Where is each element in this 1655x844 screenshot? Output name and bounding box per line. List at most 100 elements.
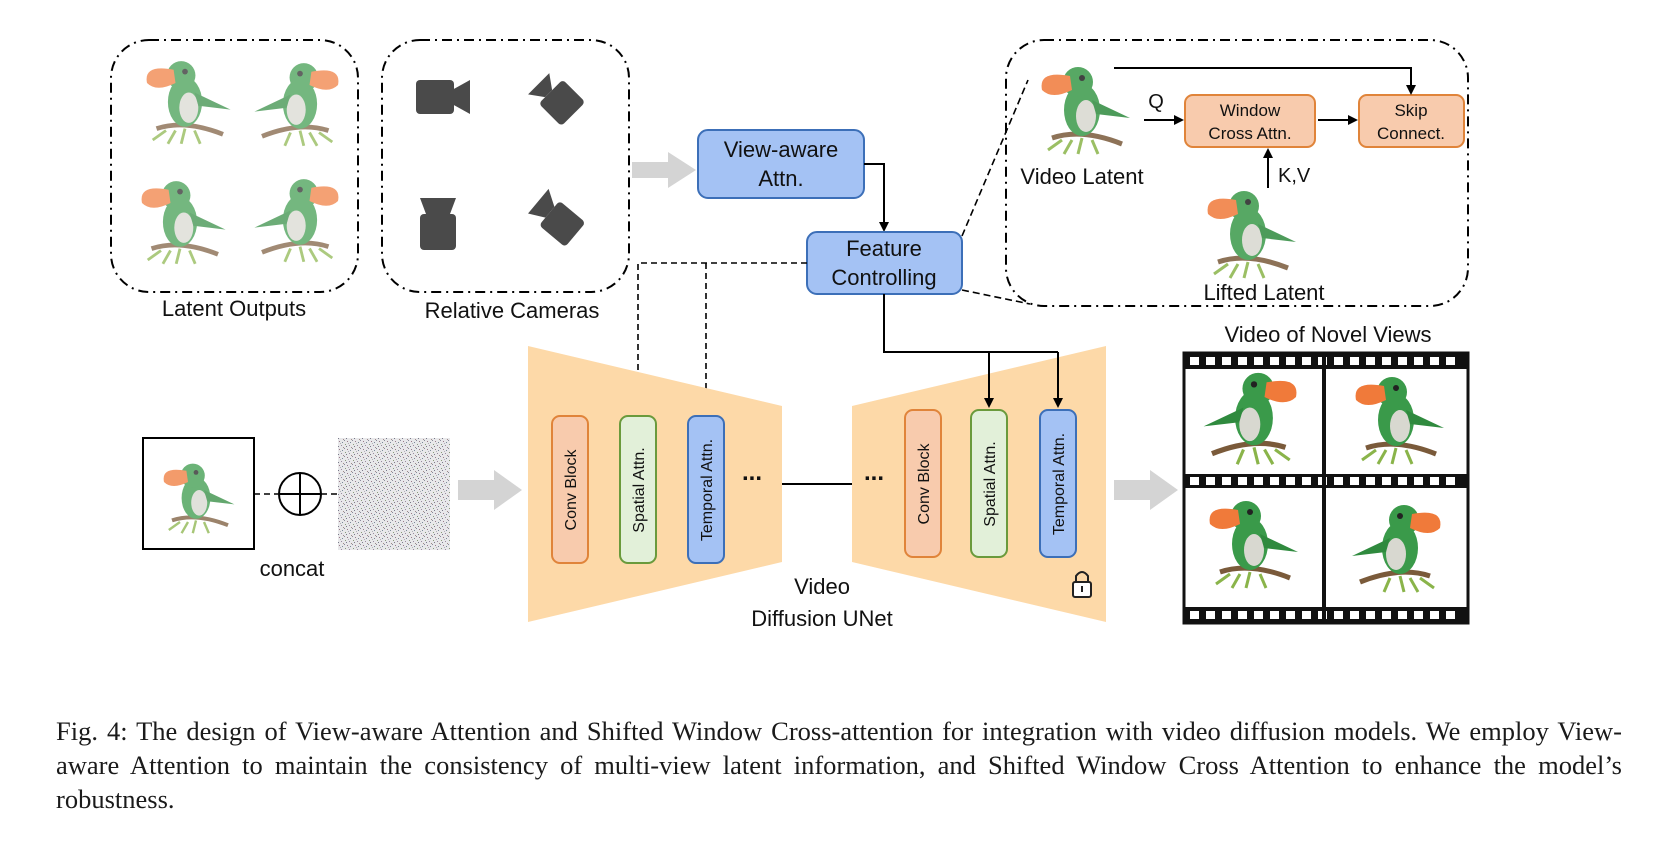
film-hole xyxy=(1302,477,1311,485)
unet-label-line1: Video xyxy=(794,574,850,599)
view-aware-attn-box: View-aware Attn. xyxy=(697,129,865,199)
film-hole xyxy=(1350,357,1359,365)
feature-to-decoder-line xyxy=(883,294,1058,353)
film-hole xyxy=(1270,477,1279,485)
novel-views-filmstrip xyxy=(1182,351,1470,625)
film-hole xyxy=(1254,477,1263,485)
view-aware-line1: View-aware xyxy=(724,137,839,162)
film-hole xyxy=(1206,477,1215,485)
film-hole xyxy=(1302,357,1311,365)
lifted-latent-thumb xyxy=(1208,191,1296,278)
decoder-conv-block: Conv Block xyxy=(904,409,942,558)
zoom-line-top xyxy=(961,79,1029,237)
film-hole xyxy=(1190,611,1199,619)
film-hole xyxy=(1286,357,1295,365)
relative-cameras-label: Relative Cameras xyxy=(425,298,600,323)
q-label: Q xyxy=(1148,91,1164,113)
arrow-view-to-feature xyxy=(864,163,889,232)
window-cross-attn-box: Window Cross Attn. xyxy=(1184,94,1316,148)
lifted-latent-label: Lifted Latent xyxy=(1203,280,1324,305)
window-line2: Cross Attn. xyxy=(1208,124,1291,143)
film-hole xyxy=(1190,357,1199,365)
gray-arrow-to-output xyxy=(1114,470,1178,510)
decoder-temporal-attn: Temporal Attn. xyxy=(1039,409,1077,558)
film-hole xyxy=(1430,611,1439,619)
film-hole xyxy=(1334,611,1343,619)
noise-image xyxy=(338,438,450,550)
encoder-temporal-attn: Temporal Attn. xyxy=(687,415,725,564)
film-hole xyxy=(1398,477,1407,485)
novel-views-label: Video of Novel Views xyxy=(1224,322,1431,347)
latent-thumb-2 xyxy=(254,63,338,146)
inset-frame xyxy=(1005,39,1469,307)
camera-icon xyxy=(416,80,470,114)
film-hole xyxy=(1190,477,1199,485)
decoder-spatial-label: Spatial Attn. xyxy=(982,441,999,526)
film-hole xyxy=(1446,477,1455,485)
feature-line2: Controlling xyxy=(831,265,936,290)
relative-cameras-frame xyxy=(381,39,630,293)
film-hole xyxy=(1270,357,1279,365)
input-image xyxy=(142,437,255,550)
encoder-conv-label: Conv Block xyxy=(563,449,580,531)
film-hole xyxy=(1366,477,1375,485)
camera-icon xyxy=(528,73,584,125)
window-line1: Window xyxy=(1220,101,1281,120)
feature-controlling-box: Feature Controlling xyxy=(806,231,963,295)
encoder-temporal-label: Temporal Attn. xyxy=(699,439,716,541)
arrow-skip-top xyxy=(1114,67,1416,95)
encoder-spatial-label: Spatial Attn. xyxy=(631,447,648,532)
zoom-line-bottom xyxy=(961,289,1031,305)
film-hole xyxy=(1302,611,1311,619)
film-hole xyxy=(1366,611,1375,619)
encoder-ellipsis: ... xyxy=(742,459,762,486)
film-hole xyxy=(1382,477,1391,485)
film-hole xyxy=(1270,611,1279,619)
film-hole xyxy=(1446,611,1455,619)
film-hole xyxy=(1414,477,1423,485)
concat-plus-icon xyxy=(278,472,322,516)
camera-icon xyxy=(420,198,456,250)
film-hole xyxy=(1286,477,1295,485)
film-hole xyxy=(1398,357,1407,365)
film-hole xyxy=(1206,611,1215,619)
film-hole xyxy=(1254,357,1263,365)
film-hole xyxy=(1286,611,1295,619)
film-hole xyxy=(1238,477,1247,485)
camera-icon xyxy=(528,188,584,246)
skip-line2: Connect. xyxy=(1377,124,1445,143)
skip-connect-box: Skip Connect. xyxy=(1358,94,1465,148)
film-hole xyxy=(1222,611,1231,619)
latent-thumb-3 xyxy=(142,181,226,264)
film-hole xyxy=(1414,357,1423,365)
skip-line1: Skip xyxy=(1394,101,1427,120)
latent-outputs-frame xyxy=(110,39,359,293)
decoder-spatial-attn: Spatial Attn. xyxy=(970,409,1008,558)
film-hole xyxy=(1334,357,1343,365)
window-attention-inset: Video Latent Lifted Latent Q Window Cros… xyxy=(1005,39,1469,307)
film-hole xyxy=(1350,477,1359,485)
decoder-temporal-label: Temporal Attn. xyxy=(1051,433,1068,535)
encoder-conv-block: Conv Block xyxy=(551,415,589,564)
figure-caption: Fig. 4: The design of View-aware Attenti… xyxy=(56,716,1622,814)
feature-line1: Feature xyxy=(846,236,922,261)
film-hole xyxy=(1446,357,1455,365)
video-latent-thumb xyxy=(1042,67,1130,154)
video-latent-label: Video Latent xyxy=(1020,164,1143,189)
view-aware-line2: Attn. xyxy=(758,166,803,191)
film-hole xyxy=(1238,611,1247,619)
film-hole xyxy=(1222,477,1231,485)
film-hole xyxy=(1366,357,1375,365)
latent-thumb-4 xyxy=(254,179,338,262)
encoder-spatial-attn: Spatial Attn. xyxy=(619,415,657,564)
decoder-conv-label: Conv Block xyxy=(916,443,933,525)
film-hole xyxy=(1206,357,1215,365)
film-hole xyxy=(1350,611,1359,619)
latent-outputs-panel xyxy=(110,39,359,293)
film-hole xyxy=(1382,611,1391,619)
film-hole xyxy=(1222,357,1231,365)
latent-thumb-1 xyxy=(147,61,231,144)
film-hole xyxy=(1430,477,1439,485)
film-hole xyxy=(1398,611,1407,619)
